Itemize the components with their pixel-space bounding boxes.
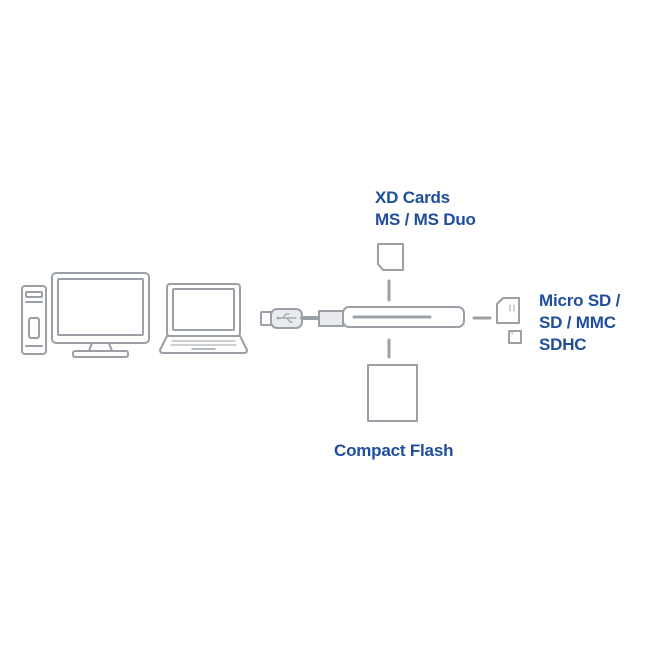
- laptop-icon: [159, 283, 248, 354]
- micro-sd-card-icon: [508, 330, 522, 344]
- micro-sd-text: Micro SD /: [539, 291, 621, 310]
- compact-flash-text: Compact Flash: [334, 441, 454, 460]
- sd-card-icon: [496, 297, 520, 324]
- sd-mmc-label: Micro SD / SD / MMC SDHC: [539, 290, 620, 356]
- ms-duo-text: MS / MS Duo: [375, 210, 476, 229]
- usb-plug-icon: [260, 308, 321, 329]
- card-reader-icon: [318, 306, 465, 328]
- sdhc-text: SDHC: [539, 335, 587, 354]
- pc-tower-icon: [21, 285, 47, 355]
- xd-cards-text: XD Cards: [375, 188, 450, 207]
- xd-ms-label: XD Cards MS / MS Duo: [375, 187, 476, 231]
- compact-flash-card-icon: [367, 364, 418, 422]
- xd-ms-card-icon: [377, 243, 404, 271]
- compact-flash-label: Compact Flash: [334, 440, 453, 462]
- desktop-monitor-icon: [51, 272, 150, 358]
- sd-mmc-text: SD / MMC: [539, 313, 616, 332]
